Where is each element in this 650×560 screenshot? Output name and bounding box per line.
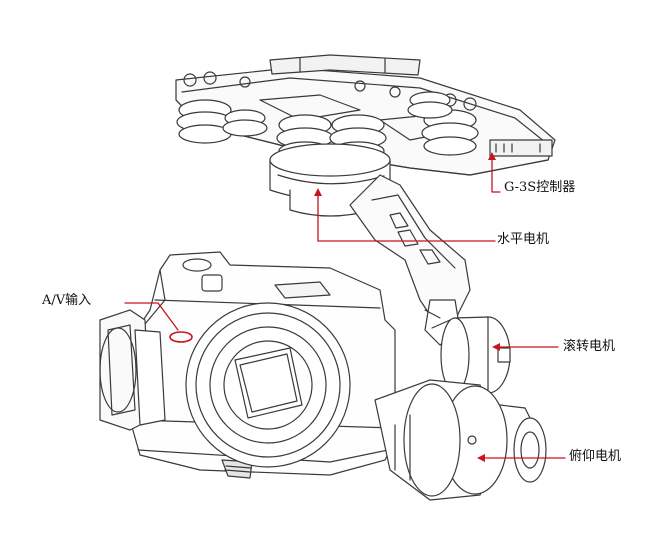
gimbal-arm [349,174,471,346]
av-input-label: A/V输入 [42,293,92,308]
leader-g3s [491,159,501,193]
tilt-motor [374,379,547,501]
roll-motor-label: 滚转电机 [563,339,616,354]
pan-motor-label: 水平电机 [497,232,550,247]
g3s-controller-label: G-3S控制器 [504,180,576,195]
leader-av [124,302,179,331]
callout-leaders [124,152,566,462]
av-port-highlight [169,331,193,343]
camera-lens [185,302,351,468]
av-side-block [99,309,166,431]
tilt-motor-label: 俯仰电机 [569,449,622,464]
pan-motor [269,143,391,217]
leader-pan [317,195,496,242]
